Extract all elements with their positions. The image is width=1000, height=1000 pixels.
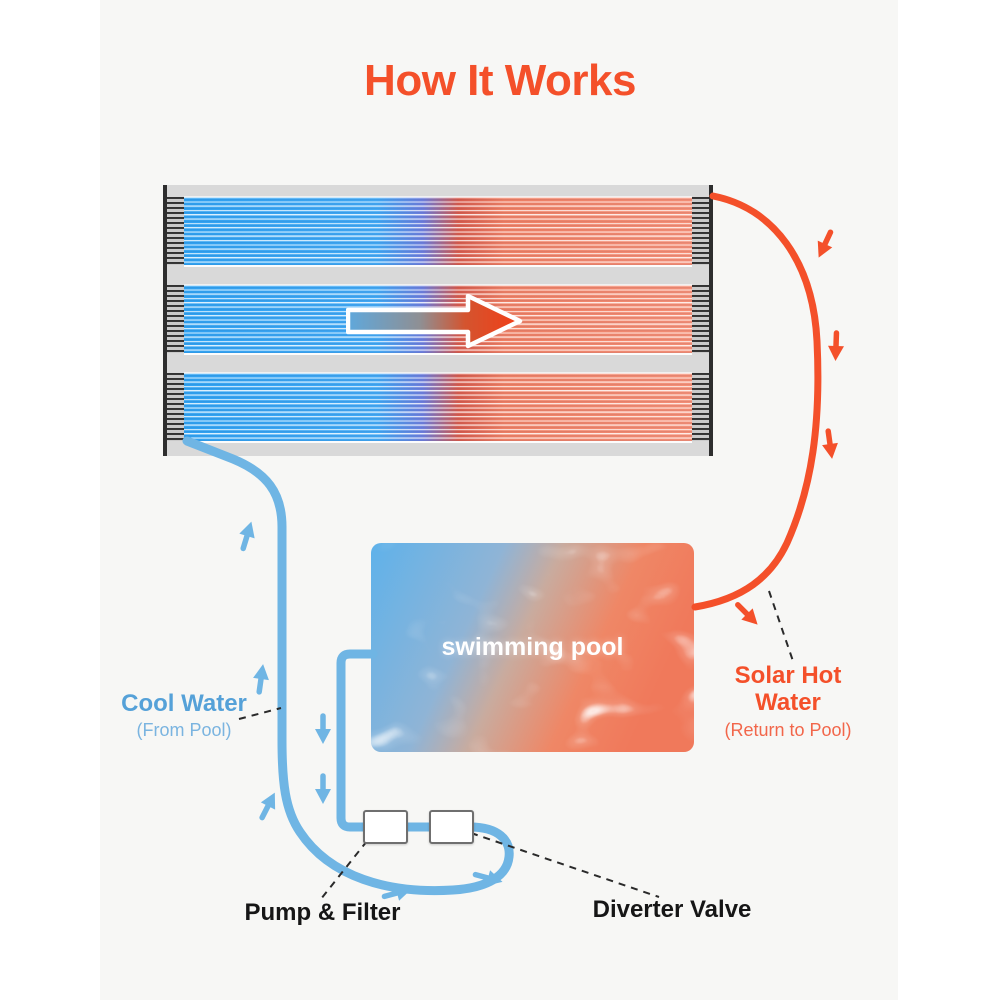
cool-flow-up-arrow-icon xyxy=(236,519,259,550)
cool-flow-down-arrow-icon xyxy=(315,776,331,804)
swimming-pool: swimming pool xyxy=(371,543,694,752)
pump-filter-box xyxy=(363,810,408,844)
solar-hot-water-title: Solar Hot Water xyxy=(734,662,842,716)
panel-tube-row-3 xyxy=(167,373,709,441)
cool-water-supply-pipe xyxy=(182,436,514,896)
manifold-comb-icon xyxy=(692,197,709,265)
solar-hot-water-subtitle: (Return to Pool) xyxy=(724,719,852,740)
solar-hot-water-label: Solar Hot Water (Return to Pool) xyxy=(700,662,876,740)
panel-left-rail xyxy=(163,185,167,456)
cool-water-title: Cool Water xyxy=(121,690,247,717)
panel-tube-row-2 xyxy=(167,285,709,353)
cool-water-label: Cool Water (From Pool) xyxy=(98,690,270,740)
diverter-valve-callout-line xyxy=(470,832,660,898)
heat-flow-arrow-icon xyxy=(346,293,523,349)
cool-flow-up-arrow-icon xyxy=(251,663,271,693)
panel-tube-row-1 xyxy=(167,197,709,265)
manifold-comb-icon xyxy=(167,373,184,441)
cool-flow-up-arrow-icon xyxy=(255,789,282,821)
manifold-comb-icon xyxy=(167,197,184,265)
solar-panel xyxy=(163,185,713,456)
cool-water-subtitle: (From Pool) xyxy=(136,719,232,740)
hot-flow-down-arrow-icon xyxy=(811,229,837,261)
hot-flow-into-pool-arrow-icon xyxy=(732,599,763,630)
page-title: How It Works xyxy=(364,56,636,105)
manifold-comb-icon xyxy=(692,285,709,353)
tube-gradient xyxy=(184,373,692,441)
manifold-comb-icon xyxy=(167,285,184,353)
cool-water-pool-outlet-pipe xyxy=(336,649,473,832)
hot-flow-down-arrow-icon xyxy=(820,430,840,460)
pool-water-graphic xyxy=(371,543,694,752)
diverter-valve-box xyxy=(429,810,474,844)
pool-label: swimming pool xyxy=(441,633,624,661)
hot-flow-down-arrow-icon xyxy=(827,333,844,362)
panel-right-rail xyxy=(709,185,713,456)
diverter-valve-label: Diverter Valve xyxy=(592,896,752,923)
tube-gradient xyxy=(184,197,692,265)
hot-water-return-pipe xyxy=(691,192,822,611)
solar-hot-water-callout-line xyxy=(768,590,795,665)
cool-flow-down-arrow-icon xyxy=(315,716,331,744)
manifold-comb-icon xyxy=(692,373,709,441)
pump-filter-label: Pump & Filter xyxy=(244,899,401,926)
